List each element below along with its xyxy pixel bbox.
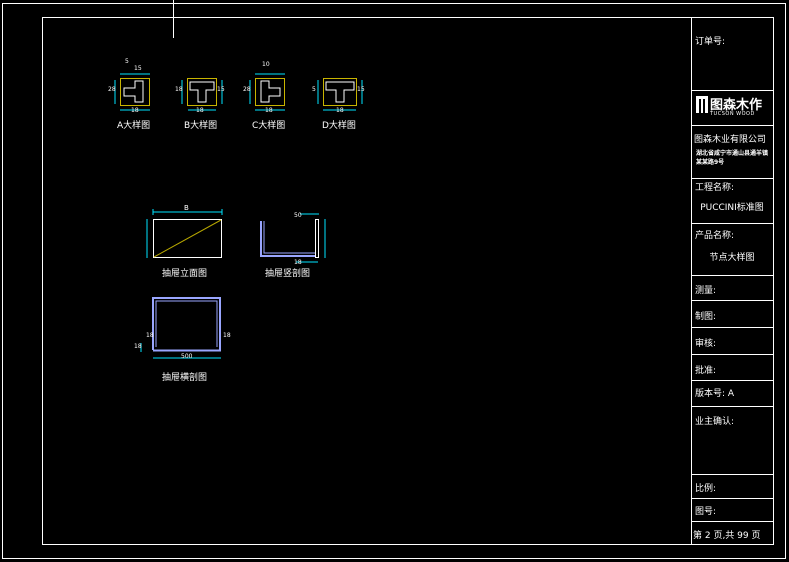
detail-d-drawing (317, 78, 363, 111)
product-name-label: 产品名称: (695, 231, 735, 241)
logo-subtext: TUCSON WOOD (710, 111, 755, 117)
drawer-elevation-label: 抽屉立面图 (162, 269, 208, 279)
company-name: 图森木业有限公司 (694, 135, 767, 145)
drawer-vertical-section-drawing (260, 213, 326, 263)
product-name-value: 节点大样图 (709, 253, 755, 263)
elevation-width-dim: B (184, 204, 189, 212)
section-width-dim: 500 (181, 353, 193, 360)
detail-d-label: D大样图 (322, 121, 356, 131)
drafting-label: 制图: (695, 312, 717, 322)
project-name-label: 工程名称: (695, 183, 735, 193)
scale-label: 比例: (695, 484, 717, 494)
detail-c-label: C大样图 (252, 121, 286, 131)
drawer-elevation-drawing (146, 209, 223, 258)
company-address: 湖北省咸宁市通山县通羊镇某某路9号 (696, 150, 769, 166)
approval-label: 批准: (695, 366, 717, 376)
inner-frame (42, 17, 774, 545)
logo-icon (696, 96, 708, 113)
drawing-number-label: 图号: (695, 507, 717, 517)
drawer-horizontal-section-label: 抽屉横剖图 (162, 373, 208, 383)
detail-a-label: A大样图 (117, 121, 151, 131)
title-block-frame (691, 17, 774, 545)
survey-label: 测量: (695, 286, 717, 296)
page-indicator: 第 2 页,共 99 页 (693, 531, 761, 541)
drawer-vertical-section-label: 抽屉竖剖图 (265, 269, 311, 279)
order-number-label: 订单号: (695, 37, 726, 47)
owner-confirm-label: 业主确认: (695, 417, 735, 427)
detail-b-drawing (181, 78, 223, 111)
drawer-horizontal-section-drawing (140, 297, 221, 359)
detail-b-label: B大样图 (184, 121, 218, 131)
title-block: 订单号: 图森木作 TUCSON WOOD 图森木业有限公司 湖北省咸宁市通山县… (692, 18, 773, 544)
outer-frame (2, 3, 786, 559)
detail-a-drawing (114, 73, 150, 111)
detail-c-drawing (249, 73, 285, 111)
logo-text: 图森木作 (710, 98, 763, 113)
project-name-value: PUCCINI标准图 (700, 203, 764, 213)
version-label: 版本号: A (695, 389, 735, 399)
review-label: 审核: (695, 339, 717, 349)
